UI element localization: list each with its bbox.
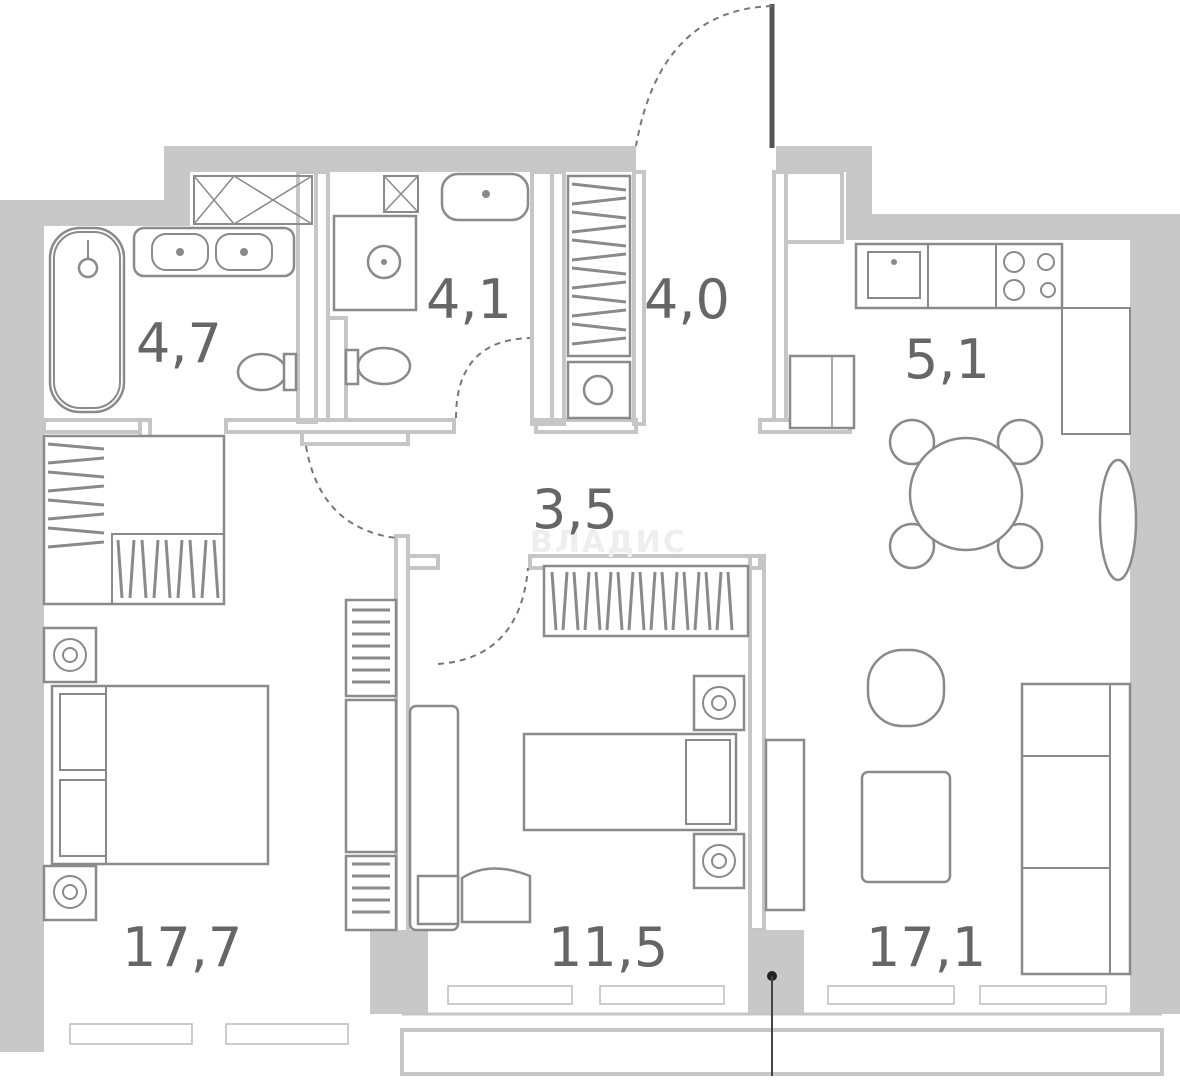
hanger-line <box>571 210 627 220</box>
bedroom-furniture <box>42 434 398 932</box>
hanger-line <box>571 308 627 318</box>
area-label-wardrobe: 4,0 <box>644 268 730 331</box>
radiators <box>69 985 1107 1045</box>
area-label-bathroom: 4,7 <box>136 312 222 375</box>
wc-fixtures <box>332 172 530 386</box>
hanger-line <box>627 571 635 631</box>
wardrobe-fixtures <box>566 174 632 420</box>
hanger-line <box>616 571 624 631</box>
hanger-line <box>726 571 734 631</box>
area-label-kitchen: 5,1 <box>904 328 990 391</box>
hanger-line <box>128 539 136 599</box>
hanger-line <box>47 470 105 479</box>
hanger-line <box>638 571 646 631</box>
hanger-line <box>571 266 627 276</box>
hanger-line <box>47 540 105 549</box>
area-label-wc: 4,1 <box>426 268 512 331</box>
hanger-line <box>571 182 627 192</box>
children-room-furniture <box>408 564 750 932</box>
bathroom-fixtures <box>48 175 313 414</box>
hanger-line <box>583 571 591 631</box>
hanger-line <box>176 539 184 599</box>
hanger-line <box>649 571 657 631</box>
hanger-line <box>571 224 627 234</box>
outer-walls <box>0 146 1180 1076</box>
hanger-line <box>47 512 105 521</box>
hanger-line <box>47 456 105 465</box>
hanger-line <box>571 294 627 304</box>
hanger-line <box>594 571 602 631</box>
area-label-living-room: 17,1 <box>866 916 986 979</box>
hanger-line <box>571 252 627 262</box>
hanger-line <box>671 571 679 631</box>
entrance-door <box>635 4 775 148</box>
hanger-line <box>571 238 627 248</box>
hanger-line <box>152 539 160 599</box>
hanger-line <box>47 442 105 451</box>
riser-mark <box>767 971 777 1076</box>
hanger-line <box>572 571 580 631</box>
hanger-line <box>550 571 558 631</box>
closet-hangers <box>47 442 734 914</box>
hanger-line <box>605 571 613 631</box>
hanger-line <box>693 571 701 631</box>
watermark-text: ВЛАДИС <box>530 525 687 560</box>
hanger-line <box>660 571 668 631</box>
hanger-line <box>212 539 220 599</box>
area-labels: 4,7 4,1 4,0 5,1 3,5 17,7 11,5 17,1 <box>122 268 990 979</box>
hanger-line <box>47 484 105 493</box>
hanger-line <box>571 196 627 206</box>
hanger-line <box>571 336 627 346</box>
living-room-furniture <box>764 648 1132 976</box>
kitchen-fixtures <box>788 242 1138 582</box>
hanger-line <box>200 539 208 599</box>
area-label-bedroom: 17,7 <box>122 916 242 979</box>
hanger-line <box>140 539 148 599</box>
dining-table <box>888 418 1044 570</box>
hanger-line <box>164 539 172 599</box>
hanger-line <box>116 539 124 599</box>
hanger-line <box>188 539 196 599</box>
hanger-line <box>561 571 569 631</box>
area-label-children-room: 11,5 <box>548 916 668 979</box>
hanger-line <box>47 498 105 507</box>
hanger-line <box>682 571 690 631</box>
area-label-hall: 3,5 <box>532 478 618 541</box>
hanger-line <box>47 526 105 535</box>
hanger-line <box>571 322 627 332</box>
hanger-line <box>715 571 723 631</box>
interior-walls <box>42 170 852 938</box>
hanger-line <box>571 280 627 290</box>
hanger-line <box>704 571 712 631</box>
